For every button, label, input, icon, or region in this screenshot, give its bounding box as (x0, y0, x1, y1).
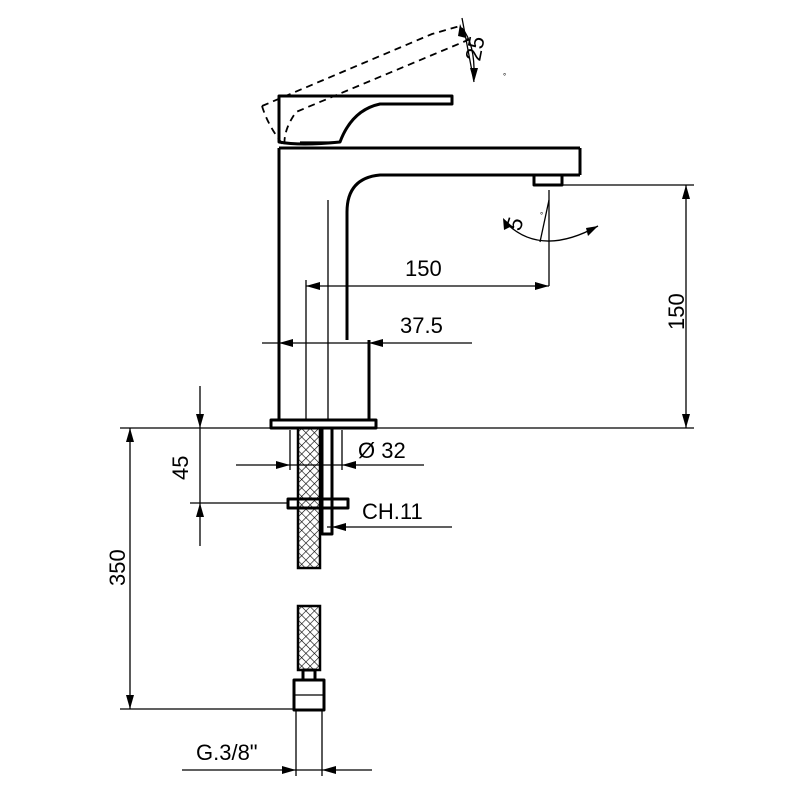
aerator-angle-label: 5 (501, 214, 529, 233)
spout-underside (345, 173, 530, 213)
lever-open-dashed (261, 24, 470, 149)
faucet-body (269, 146, 582, 430)
body-width-dimension: 37.5 (262, 313, 472, 347)
shank-length-label: 45 (168, 456, 193, 480)
nut-size-dimension: CH.11 (327, 499, 452, 531)
connection-label: G.3/8" (196, 740, 258, 765)
hole-diameter-label: Ø 32 (358, 438, 406, 463)
hose-length-label: 350 (105, 549, 130, 586)
spout-height-label: 150 (664, 293, 689, 330)
lever-handle (261, 24, 470, 149)
threaded-rod (320, 426, 334, 536)
lever-angle-dimension: 25 ° (458, 17, 506, 83)
lever-angle-degree: ° (503, 72, 506, 81)
lever-angle-label: 25 (460, 34, 489, 63)
hose-length-dimension: 350 (105, 428, 294, 710)
aerator (532, 173, 564, 187)
lever-closed (277, 94, 454, 146)
body-width-label: 37.5 (400, 313, 443, 338)
hole-diameter-dimension: Ø 32 (236, 430, 424, 470)
spout-reach-dimension: 150 (305, 256, 549, 420)
connection-dimension: G.3/8" (182, 740, 372, 774)
nut-size-label: CH.11 (362, 499, 423, 524)
shank-and-hose (286, 426, 350, 776)
spout-reach-label: 150 (405, 256, 442, 281)
shank-length-dimension: 45 (168, 386, 288, 546)
spout-height-dimension: 150 (120, 184, 694, 429)
aerator-angle-dimension: 5 ° (501, 190, 599, 286)
aerator-angle-degree: ° (540, 211, 543, 220)
